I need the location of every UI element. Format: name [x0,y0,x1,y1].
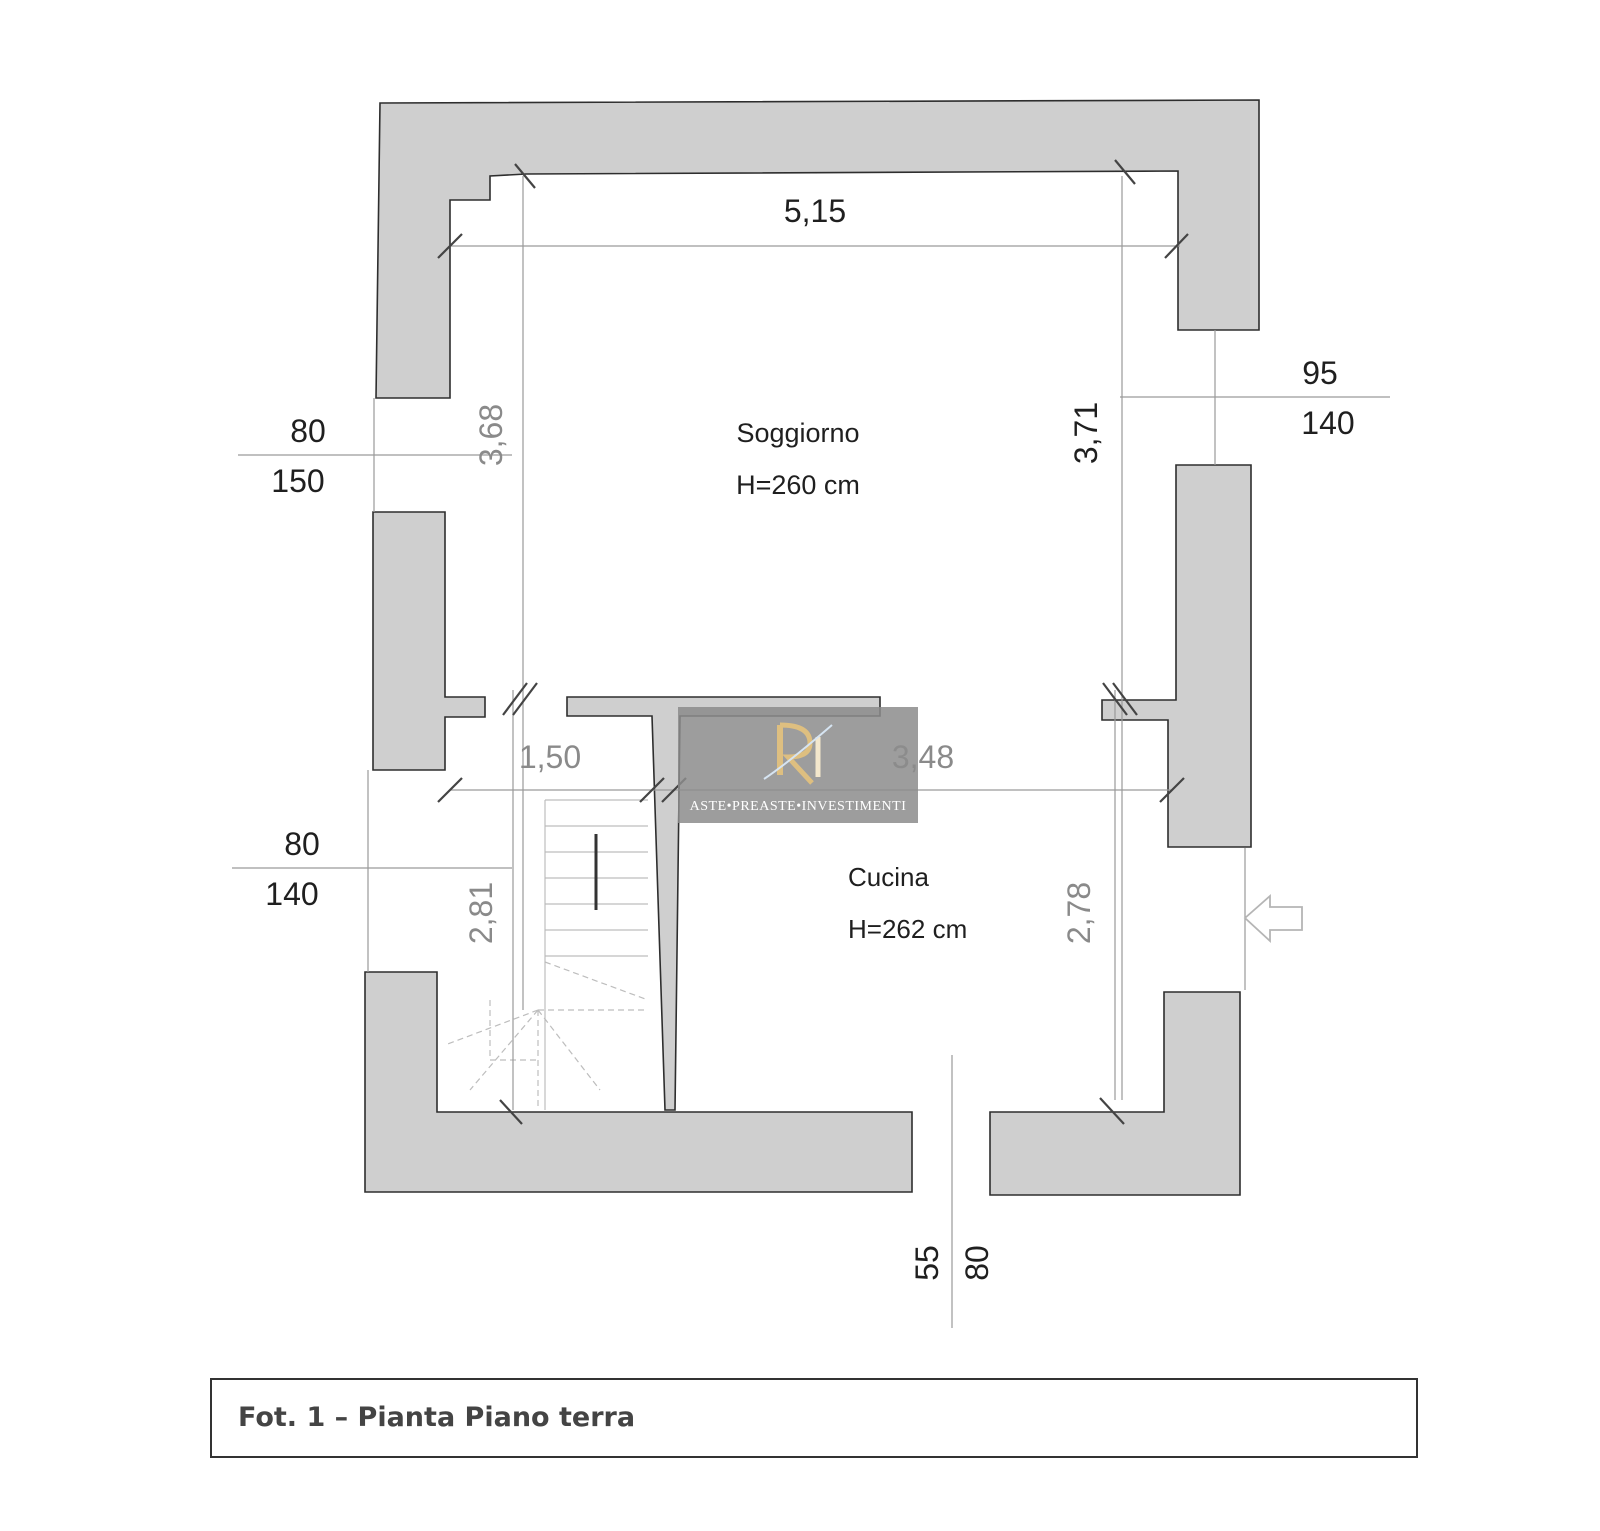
opening-left-upper-height: 150 [271,463,324,499]
opening-left-lower-width: 80 [284,826,320,862]
walls [364,99,1260,1196]
opening-left-upper-width: 80 [290,413,326,449]
floor-plan: Soggiorno H=260 cm Cucina H=262 cm 5,15 … [232,99,1390,1328]
dim-living-left-height: 3,68 [473,404,509,466]
opening-right-upper-width: 95 [1302,355,1338,391]
wall-bottom-left [364,971,913,1193]
dim-kitchen-right-height: 2,78 [1061,882,1097,944]
dim-stair-height: 2,81 [463,882,499,944]
dim-stair-width: 1,50 [519,739,581,775]
caption-box: Fot. 1 – Pianta Piano terra [210,1378,1418,1458]
wall-top [375,99,1260,399]
wall-right-middle [1101,464,1252,848]
watermark-text: ASTE•PREASTE•INVESTIMENTI [689,799,907,814]
dim-living-right-height: 3,71 [1068,402,1104,464]
kitchen-height: H=262 cm [848,914,967,944]
watermark-logo: ASTE•PREASTE•INVESTIMENTI [678,707,918,823]
kitchen-name: Cucina [848,862,929,892]
opening-bottom-door-height: 80 [959,1245,995,1281]
wall-left-middle [372,511,486,771]
logo-mark-icon [763,722,833,785]
opening-right-upper-height: 140 [1301,405,1354,441]
staircase [444,799,649,1110]
wall-bottom-right [989,991,1241,1196]
wall-partition [566,696,881,1111]
living-room-name: Soggiorno [736,418,859,448]
entrance-arrow-icon [1243,894,1303,944]
opening-left-lower-height: 140 [265,876,318,912]
dim-top-width: 5,15 [784,193,846,229]
opening-bottom-door-width: 55 [909,1245,945,1281]
caption: Fot. 1 – Pianta Piano terra [238,1402,636,1433]
living-room-height: H=260 cm [736,470,860,500]
